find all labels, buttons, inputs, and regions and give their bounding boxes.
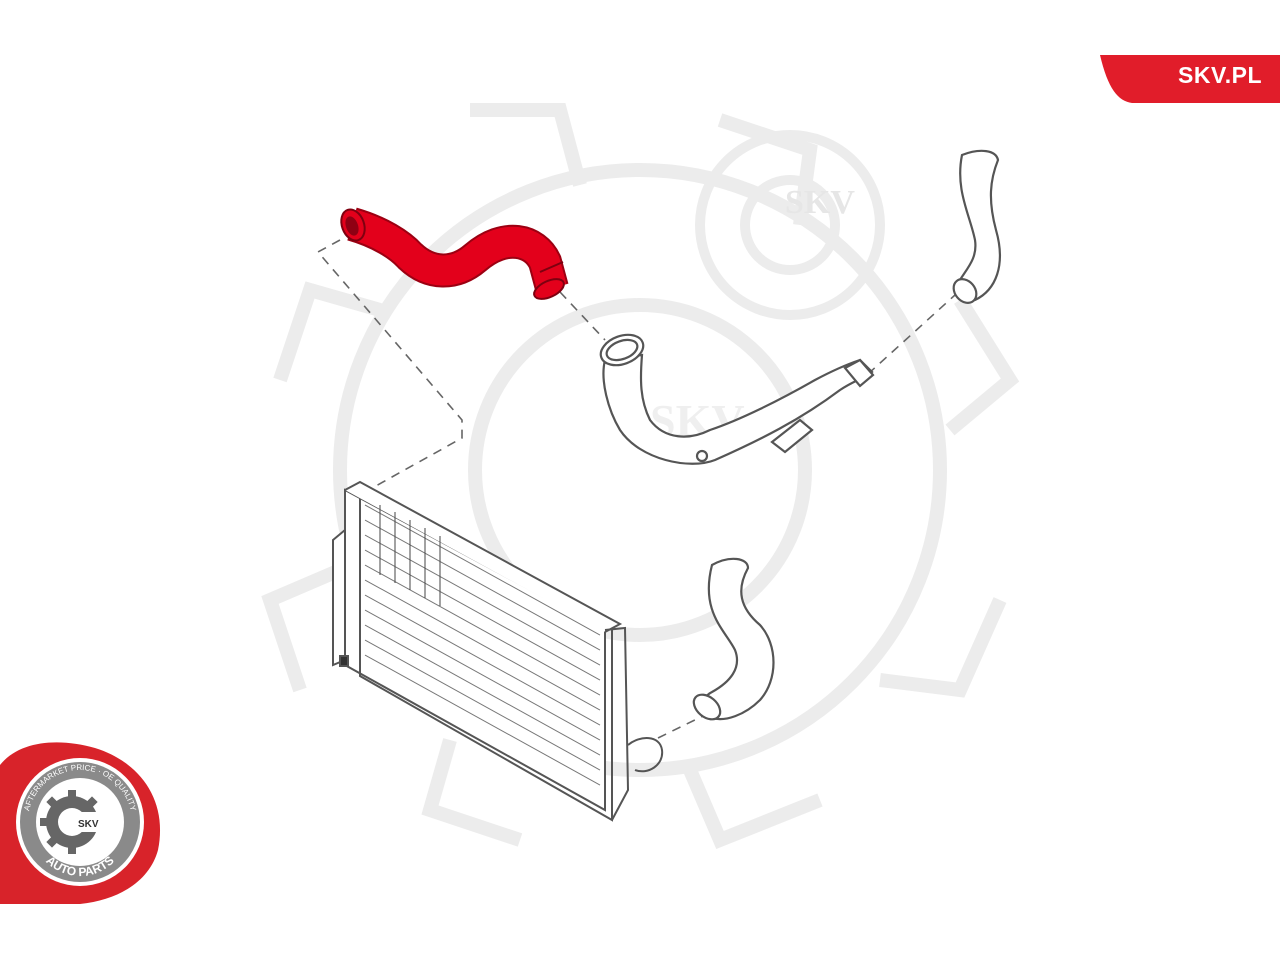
watermark-gear-large-icon: [261, 103, 1020, 850]
badge-center-text: SKV: [78, 819, 99, 830]
skv-auto-parts-badge: AFTERMARKET PRICE · OE QUALITY AUTO PART…: [0, 742, 161, 904]
intercooler: [332, 480, 664, 822]
watermark-skv-text: SKV: [785, 184, 855, 221]
brand-tab-shape: [1100, 55, 1280, 103]
lower-hose: [692, 557, 775, 721]
highlighted-intercooler-hose: [340, 207, 569, 300]
brand-tab: [1100, 55, 1280, 103]
brand-site-label: SKV.PL: [1178, 62, 1262, 88]
assembly-dashed-lines: [316, 239, 956, 739]
upper-hose-right: [952, 149, 1001, 304]
watermark-gear-small-icon: [695, 130, 885, 320]
intercooler-fins: [364, 504, 601, 786]
middle-charge-pipe: [599, 333, 875, 465]
